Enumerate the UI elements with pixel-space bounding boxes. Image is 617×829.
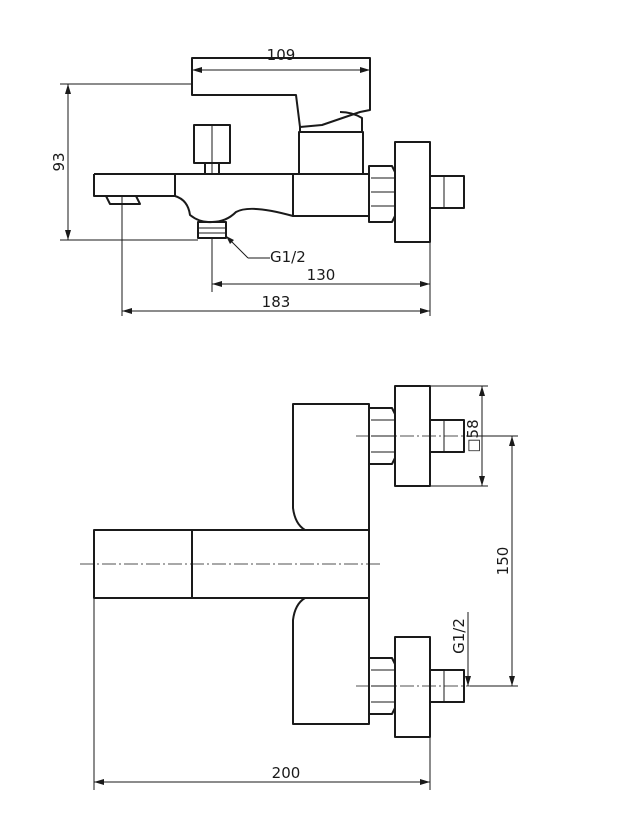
handle-stem — [299, 111, 363, 133]
wall-flange — [394, 141, 431, 243]
lever-handle — [191, 57, 371, 128]
dimension-200-label: 200 — [272, 764, 301, 782]
mixer-body — [292, 173, 370, 217]
cartridge-column — [298, 131, 364, 175]
top-view: □58 150 G1/2 200 — [80, 385, 518, 790]
dimension-109-label: 109 — [267, 46, 296, 64]
shower-outlet — [197, 221, 227, 239]
inlet-connector — [429, 175, 465, 209]
aerator — [105, 195, 141, 205]
spout — [93, 173, 294, 224]
hex-nut — [368, 165, 396, 223]
dimension-183-label: 183 — [262, 293, 291, 311]
top-thread-label: G1/2 — [450, 618, 468, 654]
dimension-93-label: 93 — [50, 152, 68, 171]
dimension-130-label: 130 — [307, 266, 336, 284]
dimension-150-label: 150 — [494, 547, 512, 576]
lower-flange — [394, 636, 431, 738]
side-view: 109 93 G1/2 130 183 — [50, 46, 465, 316]
side-thread-label: G1/2 — [270, 248, 306, 266]
